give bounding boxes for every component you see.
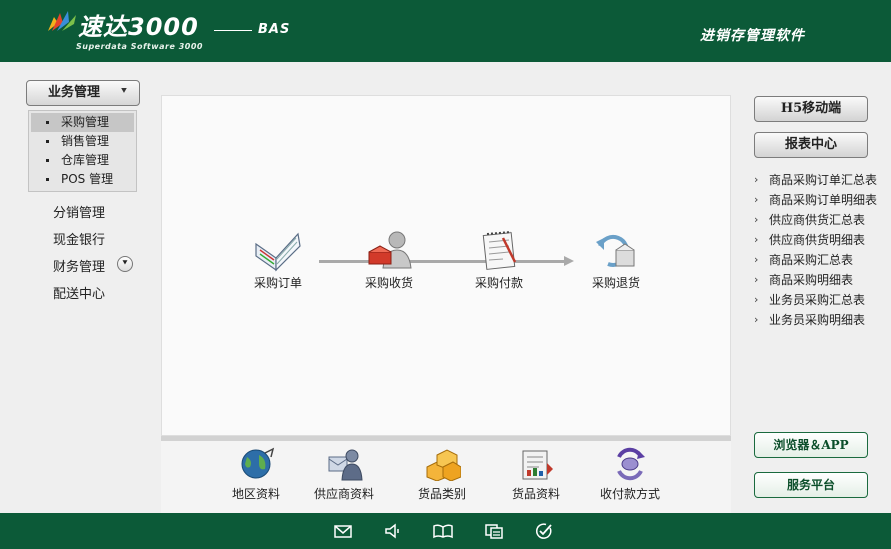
- base-item-label: 货品类别: [417, 487, 466, 501]
- report-link[interactable]: › 业务员采购汇总表: [754, 290, 891, 310]
- flow-step-purchase-return[interactable]: 采购退货: [571, 228, 661, 291]
- report-link-label: 商品采购汇总表: [769, 253, 854, 267]
- submenu-item-label: 采购管理: [61, 115, 110, 129]
- submenu-item-label: POS 管理: [61, 172, 114, 186]
- sidebar-item-finance[interactable]: 财务管理: [53, 260, 106, 275]
- flow-step-label: 采购订单: [253, 276, 302, 290]
- open-book-icon: [255, 232, 301, 272]
- bullet-icon: [46, 178, 49, 181]
- report-link-label: 商品采购订单汇总表: [769, 173, 878, 187]
- payment-method-icon: [617, 447, 645, 481]
- base-item-label: 供应商资料: [313, 487, 374, 501]
- submenu-item-label: 仓库管理: [61, 153, 110, 167]
- return-box-icon: [596, 235, 635, 267]
- base-data-panel: 地区资料 供应商资料 货品类别 货品资料: [161, 441, 731, 513]
- supplier-icon: [328, 449, 363, 481]
- flow-connector: [319, 260, 564, 263]
- sidebar-item-distribution[interactable]: 分销管理: [53, 206, 106, 221]
- service-platform-button[interactable]: 服务平台: [754, 472, 868, 498]
- panel-divider: [161, 436, 731, 441]
- base-item-label: 地区资料: [231, 487, 280, 501]
- report-link[interactable]: › 供应商供货汇总表: [754, 210, 891, 230]
- business-management-toggle[interactable]: 业务管理 ⯆: [26, 80, 140, 106]
- left-sidebar: 业务管理 ⯆ 采购管理 销售管理 仓库管理 POS 管理 分销管理 现金银行 财…: [0, 62, 160, 514]
- submenu-item-purchase[interactable]: 采购管理: [31, 113, 134, 132]
- flow-arrow-icon: [564, 256, 574, 266]
- chevron-right-icon: ›: [754, 233, 759, 246]
- bullet-icon: [46, 159, 49, 162]
- submenu-item-pos[interactable]: POS 管理: [31, 170, 134, 189]
- report-link[interactable]: › 业务员采购明细表: [754, 310, 891, 330]
- speaker-icon[interactable]: [384, 522, 402, 540]
- chevron-right-icon: ›: [754, 193, 759, 206]
- report-link[interactable]: › 商品采购汇总表: [754, 250, 891, 270]
- base-item-region[interactable]: 地区资料: [216, 447, 296, 502]
- boxes-icon: [426, 449, 461, 481]
- base-item-category[interactable]: 货品类别: [402, 447, 482, 502]
- base-item-product[interactable]: 货品资料: [496, 447, 576, 502]
- expand-finance-icon[interactable]: ⯆: [117, 256, 133, 272]
- report-link[interactable]: › 供应商供货明细表: [754, 230, 891, 250]
- report-link-label: 商品采购订单明细表: [769, 193, 878, 207]
- flow-step-label: 采购收货: [364, 276, 413, 290]
- logo-subtitle: Superdata Software 3000: [76, 42, 203, 51]
- report-list: › 商品采购订单汇总表 › 商品采购订单明细表 › 供应商供货汇总表 › 供应商供货明细…: [754, 170, 891, 330]
- notepad-icon: [482, 231, 517, 270]
- base-item-label: 货品资料: [511, 487, 560, 501]
- flow-step-purchase-receipt[interactable]: 采购收货: [344, 228, 434, 291]
- flow-step-label: 采购付款: [474, 276, 523, 290]
- base-item-label: 收付款方式: [599, 487, 660, 501]
- book-icon[interactable]: [433, 522, 453, 540]
- h5-mobile-button[interactable]: H5移动端: [754, 96, 868, 122]
- report-link[interactable]: › 商品采购订单汇总表: [754, 170, 891, 190]
- mail-icon[interactable]: [334, 522, 352, 540]
- flow-step-purchase-payment[interactable]: 采购付款: [454, 228, 544, 291]
- chevron-double-down-icon: ⯆: [120, 87, 128, 97]
- sidebar-item-cash-bank[interactable]: 现金银行: [53, 233, 106, 248]
- chevron-right-icon: ›: [754, 213, 759, 226]
- workflow-canvas: 采购订单 采购收货 采购付款 采购退货: [161, 95, 731, 436]
- business-management-label: 业务管理: [48, 85, 101, 100]
- submenu-item-warehouse[interactable]: 仓库管理: [31, 151, 134, 170]
- bullet-icon: [46, 121, 49, 124]
- window-list-icon[interactable]: [485, 522, 503, 540]
- logo-edition: BAS: [258, 22, 291, 37]
- report-link-label: 业务员采购汇总表: [769, 293, 866, 307]
- receiving-person-icon: [368, 231, 412, 269]
- app-footer: [0, 513, 891, 549]
- product-sheet-icon: [522, 450, 553, 480]
- report-link[interactable]: › 商品采购订单明细表: [754, 190, 891, 210]
- chevron-right-icon: ›: [754, 313, 759, 326]
- submenu-item-sales[interactable]: 销售管理: [31, 132, 134, 151]
- logo-name: 速达3000: [78, 13, 199, 41]
- globe-icon: [241, 447, 275, 479]
- sidebar-item-delivery[interactable]: 配送中心: [53, 287, 106, 302]
- report-link-label: 供应商供货汇总表: [769, 213, 866, 227]
- product-name: 进销存管理软件: [700, 28, 805, 44]
- flow-step-purchase-order[interactable]: 采购订单: [233, 228, 323, 291]
- report-link-label: 业务员采购明细表: [769, 313, 866, 327]
- report-center-button[interactable]: 报表中心: [754, 132, 868, 158]
- flow-step-label: 采购退货: [591, 276, 640, 290]
- logo-bird-icon: [48, 11, 76, 31]
- report-link[interactable]: › 商品采购明细表: [754, 270, 891, 290]
- logo-divider: [214, 30, 252, 31]
- chevron-right-icon: ›: [754, 293, 759, 306]
- chevron-right-icon: ›: [754, 253, 759, 266]
- browser-app-button[interactable]: 浏览器＆APP: [754, 432, 868, 458]
- app-header: 速达3000 Superdata Software 3000 BAS 进销存管理…: [0, 0, 891, 62]
- chevron-right-icon: ›: [754, 273, 759, 286]
- report-link-label: 供应商供货明细表: [769, 233, 866, 247]
- business-submenu: 采购管理 销售管理 仓库管理 POS 管理: [28, 110, 137, 192]
- submenu-item-label: 销售管理: [61, 134, 110, 148]
- report-link-label: 商品采购明细表: [769, 273, 854, 287]
- bullet-icon: [46, 140, 49, 143]
- base-item-supplier[interactable]: 供应商资料: [304, 447, 384, 502]
- base-item-payment-method[interactable]: 收付款方式: [590, 447, 670, 502]
- right-sidebar: H5移动端 报表中心 › 商品采购订单汇总表 › 商品采购订单明细表 › 供应商供货汇…: [742, 62, 891, 514]
- check-circle-icon[interactable]: [535, 522, 553, 540]
- chevron-right-icon: ›: [754, 173, 759, 186]
